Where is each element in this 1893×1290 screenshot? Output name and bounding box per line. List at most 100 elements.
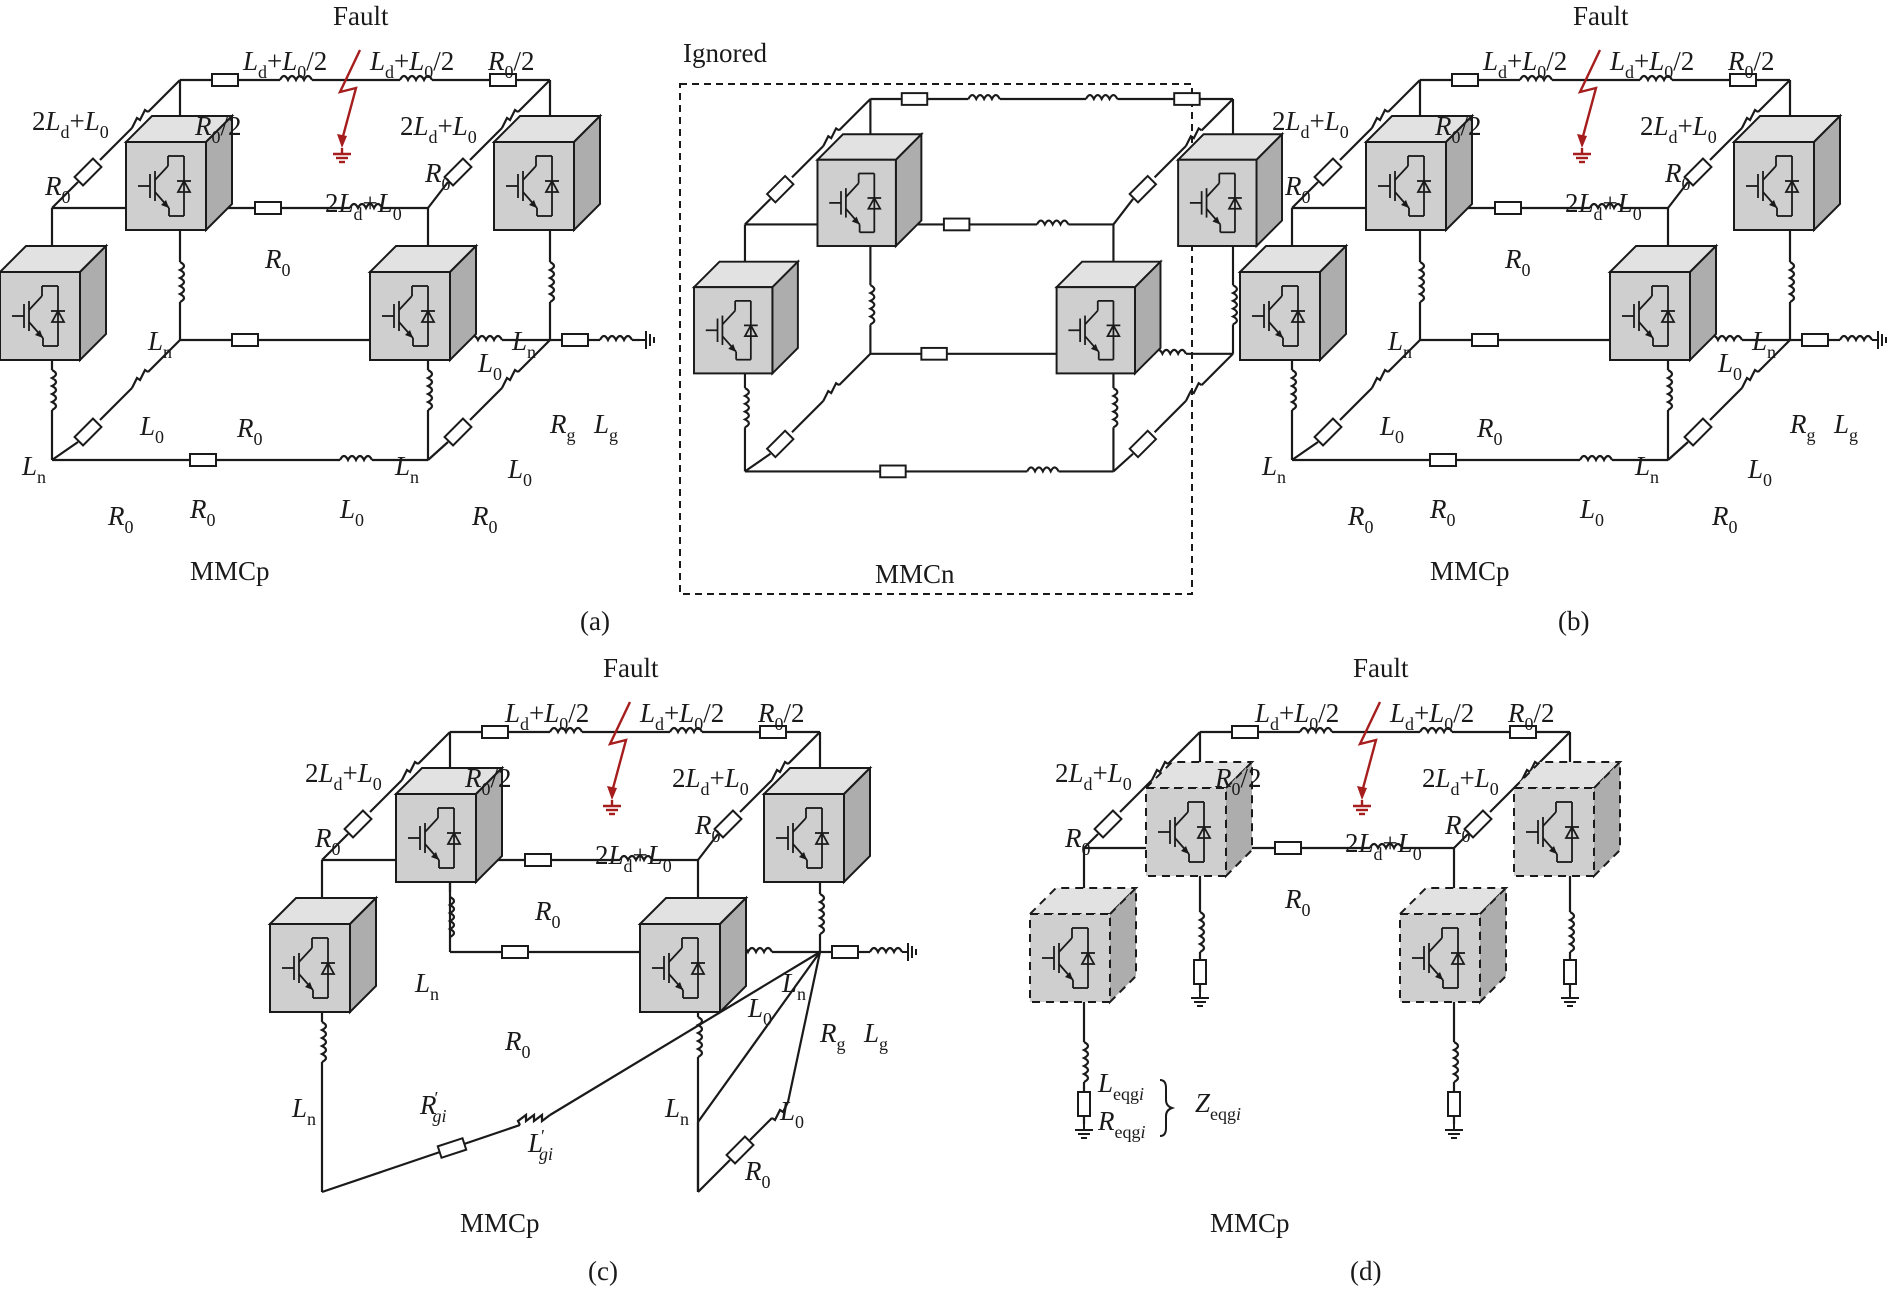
panel-caption: (b) [1558, 606, 1589, 636]
label-zeqgi: Zeqgi [1195, 1088, 1241, 1124]
fault-label: Fault [333, 1, 389, 31]
label-r0: R0 [1347, 501, 1374, 537]
label-ln: Ln [147, 326, 172, 362]
label-ln: Ln [414, 968, 439, 1004]
panel-caption: (a) [580, 606, 610, 636]
ignored-label: Ignored [683, 38, 767, 68]
label-r0: R0 [744, 1156, 771, 1192]
label-rg: Rg [819, 1018, 846, 1054]
label-l0: L0 [477, 348, 502, 384]
label-ln: Ln [781, 968, 806, 1004]
label-r0: R0 [1476, 413, 1503, 449]
label-r0-half: R0/2 [1727, 46, 1775, 82]
label-r0-half: R0/2 [757, 698, 805, 734]
label-r0: R0 [1064, 823, 1091, 859]
label-r0-half: R0/2 [487, 46, 535, 82]
label-2ld-l0: 2Ld+L0 [1640, 111, 1717, 147]
label-l0: L0 [747, 993, 772, 1029]
label-ln: Ln [21, 451, 46, 487]
label-r0-half: R0/2 [1434, 111, 1482, 147]
label-r0-half: R0/2 [464, 763, 512, 799]
label-ln: Ln [511, 326, 536, 362]
label-2ld-l0: 2Ld+L0 [672, 763, 749, 799]
label-r0-half: R0/2 [1214, 763, 1262, 799]
panel-c-labels: Fault Ld+L0/2 Ld+L0/2 R0/2 R0/2 2Ld+L0 2… [291, 653, 888, 1286]
label-r0: R0 [1444, 810, 1471, 846]
label-lg: Lg [863, 1018, 888, 1054]
converter-box [0, 246, 106, 360]
label-ld-l0-half: Ld+L0/2 [1482, 46, 1567, 82]
label-r0: R0 [534, 896, 561, 932]
label-l0: L0 [1379, 411, 1404, 447]
label-lgi-prime: L′gi [527, 1126, 553, 1164]
label-r0: R0 [1284, 171, 1311, 207]
label-2ld-l0: 2Ld+L0 [32, 106, 109, 142]
label-r0: R0 [189, 494, 216, 530]
label-r0: R0 [1711, 501, 1738, 537]
label-l0: L0 [1717, 348, 1742, 384]
panel-c [270, 701, 917, 1194]
panel-a [0, 49, 655, 468]
ignored-frame [679, 83, 1193, 595]
label-r0: R0 [694, 810, 721, 846]
label-2ld-l0: 2Ld+L0 [1565, 188, 1642, 224]
label-ld-l0-half: Ld+L0/2 [1389, 698, 1474, 734]
label-r0-half: R0/2 [194, 111, 242, 147]
label-r0: R0 [264, 244, 291, 280]
label-ld-l0-half: Ld+L0/2 [242, 46, 327, 82]
label-r0: R0 [1664, 158, 1691, 194]
label-lg: Lg [593, 409, 618, 445]
label-2ld-l0: 2Ld+L0 [1345, 828, 1422, 864]
panel-name: MMCp [460, 1208, 540, 1238]
panel-caption: (c) [588, 1256, 618, 1286]
label-2ld-l0: 2Ld+L0 [595, 840, 672, 876]
label-r0: R0 [44, 171, 71, 207]
label-rg: Rg [549, 409, 576, 445]
panel-name: MMCp [190, 556, 270, 586]
label-l0: L0 [779, 1096, 804, 1132]
label-l0: L0 [1579, 494, 1604, 530]
panel-name: MMCp [1210, 1208, 1290, 1238]
label-r0: R0 [1284, 884, 1311, 920]
label-ln: Ln [1751, 326, 1776, 362]
label-r0: R0 [107, 501, 134, 537]
label-ln: Ln [1387, 326, 1412, 362]
label-rgi-prime: R′gi [419, 1088, 446, 1126]
label-r0: R0 [471, 501, 498, 537]
panel-b-labels: Fault Ld+L0/2 Ld+L0/2 R0/2 R0/2 2Ld+L0 2… [1261, 1, 1858, 636]
label-ln: Ln [394, 451, 419, 487]
label-2ld-l0: 2Ld+L0 [1055, 758, 1132, 794]
label-leqgi: Leqgi [1097, 1068, 1144, 1104]
label-r0: R0 [314, 823, 341, 859]
label-lg: Lg [1833, 409, 1858, 445]
label-ld-l0-half: Ld+L0/2 [1254, 698, 1339, 734]
label-l0: L0 [139, 411, 164, 447]
label-2ld-l0: 2Ld+L0 [325, 188, 402, 224]
label-r0-half: R0/2 [1507, 698, 1555, 734]
label-rg: Rg [1789, 409, 1816, 445]
panel-name: MMCp [1430, 556, 1510, 586]
label-ln: Ln [1261, 451, 1286, 487]
fault-label: Fault [1353, 653, 1409, 683]
label-l0: L0 [339, 494, 364, 530]
label-r0: R0 [424, 158, 451, 194]
label-ln: Ln [1634, 451, 1659, 487]
panel-b [1240, 49, 1887, 468]
label-reqgi: Reqgi [1097, 1106, 1146, 1142]
label-2ld-l0: 2Ld+L0 [1422, 763, 1499, 799]
label-2ld-l0: 2Ld+L0 [400, 111, 477, 147]
label-ld-l0-half: Ld+L0/2 [504, 698, 589, 734]
label-2ld-l0: 2Ld+L0 [305, 758, 382, 794]
label-l0: L0 [507, 454, 532, 490]
label-ld-l0-half: Ld+L0/2 [369, 46, 454, 82]
label-r0: R0 [504, 1026, 531, 1062]
label-ln: Ln [291, 1093, 316, 1129]
label-r0: R0 [1429, 494, 1456, 530]
label-l0: L0 [1747, 454, 1772, 490]
label-r0: R0 [1504, 244, 1531, 280]
panel-d [1030, 701, 1620, 1139]
fault-label: Fault [1573, 1, 1629, 31]
panel-caption: (d) [1350, 1256, 1381, 1286]
converter-box [494, 116, 600, 230]
